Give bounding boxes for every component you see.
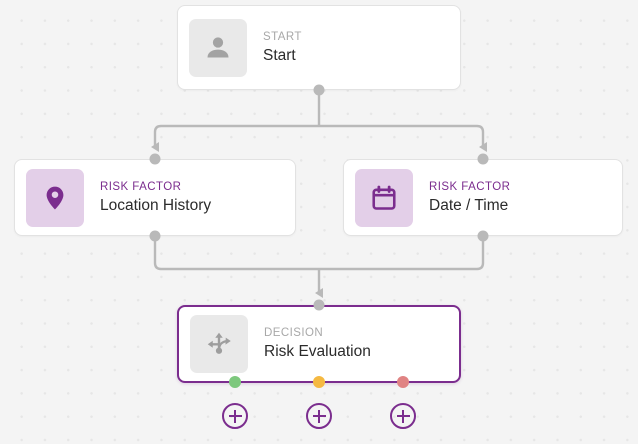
risk-evaluation-output-port-high[interactable] (397, 376, 409, 388)
node-risk-evaluation-icon-box (190, 315, 248, 373)
start-output-port[interactable] (313, 84, 325, 96)
node-risk-evaluation-kicker: DECISION (264, 327, 324, 339)
edge-start-to-date-time (319, 124, 487, 152)
add-node-button-medium[interactable] (306, 403, 332, 429)
branching-arrows-icon (207, 332, 231, 354)
edge-date-time-to-merge (319, 236, 485, 271)
node-location-history-kicker: RISK FACTOR (100, 180, 182, 193)
date-time-input-port[interactable] (477, 153, 489, 165)
risk-evaluation-output-port-medium[interactable] (313, 376, 325, 388)
risk-evaluation-output-port-low[interactable] (229, 376, 241, 388)
node-risk-evaluation[interactable]: DECISION Risk Evaluation (177, 305, 461, 383)
node-location-history-text: RISK FACTOR Location History (84, 180, 211, 216)
plus-icon-vertical (401, 409, 405, 423)
node-location-history-title: Location History (100, 196, 212, 214)
add-node-button-high[interactable] (390, 403, 416, 429)
node-date-time-text: RISK FACTOR Date / Time (413, 180, 510, 216)
edge-location-history-to-merge (153, 236, 319, 271)
node-start-title: Start (263, 46, 296, 64)
edge-start-to-location-history (151, 124, 319, 152)
add-node-button-low[interactable] (222, 403, 248, 429)
node-date-time-title: Date / Time (429, 196, 509, 214)
node-location-history[interactable]: RISK FACTOR Location History (14, 159, 296, 236)
date-time-output-port[interactable] (477, 230, 489, 242)
node-start[interactable]: START Start (177, 5, 461, 90)
node-risk-evaluation-title: Risk Evaluation (264, 343, 371, 360)
node-date-time-icon-box (355, 168, 413, 227)
node-start-text: START Start (247, 30, 302, 66)
risk-evaluation-input-port[interactable] (313, 299, 325, 311)
person-icon (207, 36, 229, 57)
plus-icon-vertical (317, 409, 321, 423)
location-history-output-port[interactable] (149, 230, 161, 242)
node-date-time[interactable]: RISK FACTOR Date / Time (343, 159, 623, 236)
node-location-history-icon-box (26, 168, 84, 227)
calendar-icon (372, 185, 396, 210)
node-date-time-kicker: RISK FACTOR (429, 180, 511, 193)
node-start-kicker: START (263, 30, 302, 43)
location-history-input-port[interactable] (149, 153, 161, 165)
map-pin-icon (46, 186, 64, 209)
node-risk-evaluation-text: DECISION Risk Evaluation (248, 326, 371, 362)
plus-icon-vertical (233, 409, 237, 423)
node-start-icon-box (189, 18, 247, 77)
